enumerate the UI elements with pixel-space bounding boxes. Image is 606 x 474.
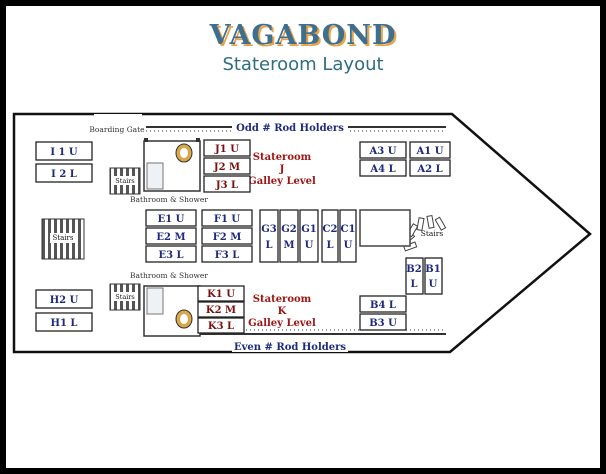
stairs-top — [109, 167, 141, 195]
svg-text:L: L — [326, 240, 333, 251]
bunk-H1: H1 L — [35, 312, 93, 332]
svg-text:K: K — [278, 306, 287, 317]
svg-text:G3: G3 — [261, 224, 277, 235]
bunk-G2: G2 M — [279, 209, 299, 263]
galley-counter — [359, 209, 411, 247]
svg-text:J3 L: J3 L — [215, 180, 238, 191]
bunk-K2: K2 M — [197, 301, 245, 318]
svg-text:L: L — [265, 240, 272, 251]
bunk-E2: E2 M — [145, 227, 197, 245]
svg-text:M: M — [283, 240, 294, 251]
stairs-left-label: Stairs — [53, 234, 74, 242]
bathroom-top-label: Bathroom & Shower — [130, 195, 208, 204]
bunk-J2: J2 M — [203, 157, 251, 175]
svg-text:F2 M: F2 M — [213, 232, 242, 243]
svg-text:F1 U: F1 U — [214, 214, 241, 225]
bunk-B4: B4 L — [359, 295, 407, 313]
layout-subtitle: Stateroom Layout — [222, 54, 384, 75]
svg-text:Galley Level: Galley Level — [248, 318, 316, 329]
stairs-left — [41, 218, 85, 260]
stairs-right-label: Stairs — [421, 229, 444, 238]
svg-text:G1: G1 — [301, 224, 317, 235]
svg-text:Stateroom: Stateroom — [253, 152, 312, 163]
svg-text:U: U — [344, 240, 353, 251]
boarding-gate-label: Boarding Gate — [89, 125, 145, 134]
svg-text:Stateroom: Stateroom — [253, 294, 312, 305]
bunk-F3: F3 L — [201, 245, 253, 263]
bunk-G3: G3 L — [259, 209, 279, 263]
bunk-F1: F1 U — [201, 209, 253, 227]
svg-text:U: U — [305, 240, 314, 251]
svg-text:K1 U: K1 U — [207, 289, 235, 300]
even-rod-holders-label: Even # Rod Holders — [234, 342, 346, 353]
bunk-K1: K1 U — [197, 285, 245, 302]
svg-text:E2 M: E2 M — [156, 232, 185, 243]
boarding-gate-opening — [94, 114, 142, 118]
bunk-A2: A2 L — [409, 159, 451, 177]
bunk-K3: K3 L — [197, 317, 245, 334]
svg-text:K2 M: K2 M — [206, 305, 236, 316]
bathroom-bottom — [143, 285, 201, 337]
svg-text:F3 L: F3 L — [215, 250, 240, 261]
svg-text:H1 L: H1 L — [51, 318, 78, 329]
svg-text:I 2 L: I 2 L — [51, 169, 77, 180]
svg-text:A1 U: A1 U — [416, 146, 444, 157]
bunk-B3: B3 U — [359, 313, 407, 331]
stateroom-k-label: Stateroom K Galley Level — [248, 294, 316, 329]
bunk-E1: E1 U — [145, 209, 197, 227]
odd-rod-holders-label: Odd # Rod Holders — [236, 123, 344, 134]
svg-text:C1: C1 — [341, 224, 356, 235]
svg-text:A4 L: A4 L — [369, 164, 395, 175]
bunk-J1: J1 U — [203, 139, 251, 157]
svg-text:U: U — [429, 279, 438, 290]
svg-text:B3 U: B3 U — [369, 318, 397, 329]
svg-text:H2 U: H2 U — [50, 295, 79, 306]
bunk-J3: J3 L — [203, 175, 251, 193]
stateroom-j-label: Stateroom J Galley Level — [248, 152, 316, 187]
bunk-F2: F2 M — [201, 227, 253, 245]
bathroom-bottom-label: Bathroom & Shower — [130, 271, 208, 280]
bunk-G1: G1 U — [299, 209, 319, 263]
bunk-C2: C2 L — [321, 209, 339, 263]
bunk-B2: B2 L — [405, 257, 424, 295]
svg-text:Galley Level: Galley Level — [248, 176, 316, 187]
svg-text:G2: G2 — [281, 224, 297, 235]
svg-text:J1 U: J1 U — [214, 144, 239, 155]
svg-text:K3 L: K3 L — [208, 321, 234, 332]
bunk-B1: B1 U — [424, 257, 443, 295]
svg-text:B2: B2 — [406, 264, 421, 275]
bunk-A4: A4 L — [359, 159, 407, 177]
svg-text:A2 L: A2 L — [416, 164, 442, 175]
bathroom-top — [143, 138, 201, 192]
bunk-I1: I 1 U — [35, 141, 93, 161]
rod-rail-top — [146, 120, 446, 134]
bunk-A3: A3 U — [359, 141, 407, 159]
svg-text:A3 U: A3 U — [369, 146, 397, 157]
stairs-bottom — [109, 283, 141, 311]
bunk-A1: A1 U — [409, 141, 451, 159]
bunk-H2: H2 U — [35, 289, 93, 309]
stairs-top-label: Stairs — [115, 177, 134, 185]
svg-text:J: J — [279, 164, 285, 175]
svg-text:B1: B1 — [425, 264, 440, 275]
svg-text:C2: C2 — [323, 224, 338, 235]
svg-text:I 1 U: I 1 U — [50, 147, 78, 158]
bunk-I2: I 2 L — [35, 163, 93, 183]
deck-plan: Odd # Rod Holders Even # Rod Holders Boa… — [12, 112, 592, 354]
svg-text:J2 M: J2 M — [213, 162, 240, 173]
stairs-bottom-label: Stairs — [115, 293, 134, 301]
bunk-C1: C1 U — [339, 209, 357, 263]
boat-name-title: VAGABOND — [209, 20, 397, 51]
svg-text:E1 U: E1 U — [158, 214, 185, 225]
bunk-E3: E3 L — [145, 245, 197, 263]
svg-text:E3 L: E3 L — [158, 250, 183, 261]
svg-text:L: L — [410, 279, 417, 290]
diagram-canvas: VAGABOND Stateroom Layout Odd # Rod Hold… — [6, 6, 600, 468]
svg-text:B4 L: B4 L — [370, 300, 396, 311]
